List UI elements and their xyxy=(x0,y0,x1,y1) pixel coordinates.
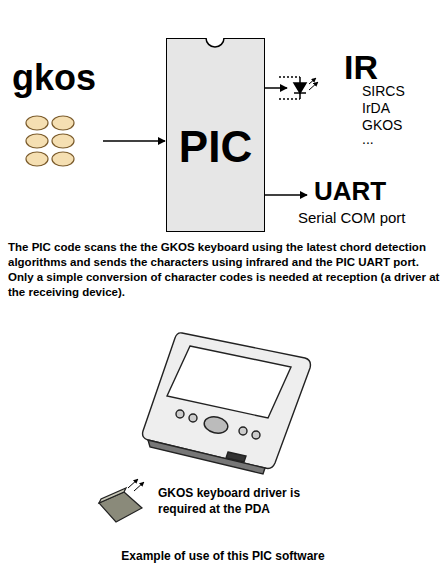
keyboard-title: gkos xyxy=(12,60,96,96)
chip-box: PIC xyxy=(166,38,265,232)
protocol-name: GKOS xyxy=(362,118,442,133)
figure-caption: Example of use of this PIC software xyxy=(0,549,446,563)
ir-led-symbol xyxy=(265,77,318,99)
chip-label: PIC xyxy=(179,125,252,169)
signal-arrow xyxy=(103,140,165,142)
protocol-ellipsis: ... xyxy=(362,132,442,147)
ir-heading: IR xyxy=(344,50,434,86)
protocol-name: IrDA xyxy=(362,101,442,116)
chip-notch xyxy=(167,39,264,63)
gkos-keys xyxy=(26,116,74,166)
pda-note: GKOS keyboard driver is required at the … xyxy=(158,486,308,517)
keyboard-group: gkos xyxy=(10,58,103,170)
description-note: The PIC code scans the the GKOS keyboard… xyxy=(8,240,440,300)
uart-arrow xyxy=(265,194,307,196)
protocol-name: SIRCS xyxy=(362,84,442,99)
pda-illustration xyxy=(143,333,311,474)
uart-heading: UART xyxy=(314,178,434,205)
ir-dongle xyxy=(99,479,144,522)
uart-description: Serial COM port xyxy=(298,210,443,226)
